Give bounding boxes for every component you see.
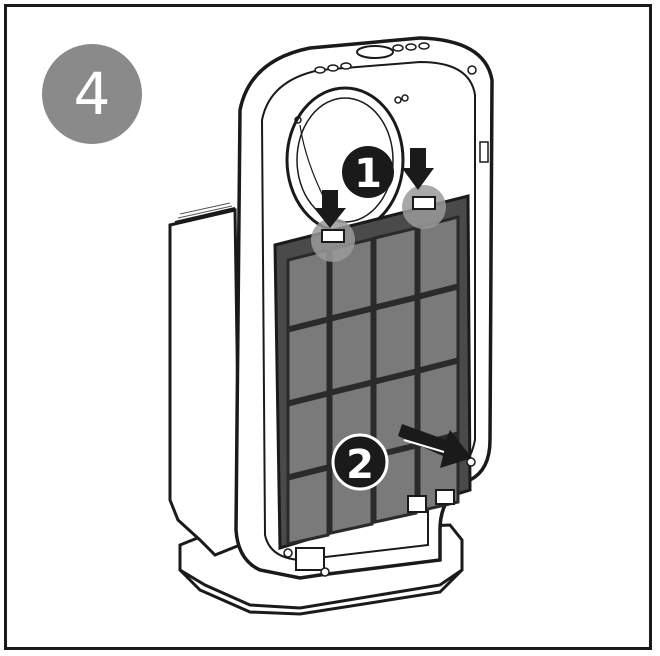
- callout-2-circle: [331, 433, 389, 491]
- callout-1-label: 1: [354, 151, 382, 197]
- callout-1-circle: [342, 146, 394, 198]
- pull-out-arrow-icon: [398, 424, 472, 468]
- down-arrow-icon: [402, 148, 434, 190]
- down-arrow-icon: [314, 190, 346, 228]
- purifier-side-body: [168, 208, 242, 557]
- filter-grid: [286, 215, 460, 546]
- step-number-badge: 4: [42, 44, 142, 144]
- callout-2-label: 2: [346, 442, 374, 488]
- step-number-label: 4: [73, 60, 111, 128]
